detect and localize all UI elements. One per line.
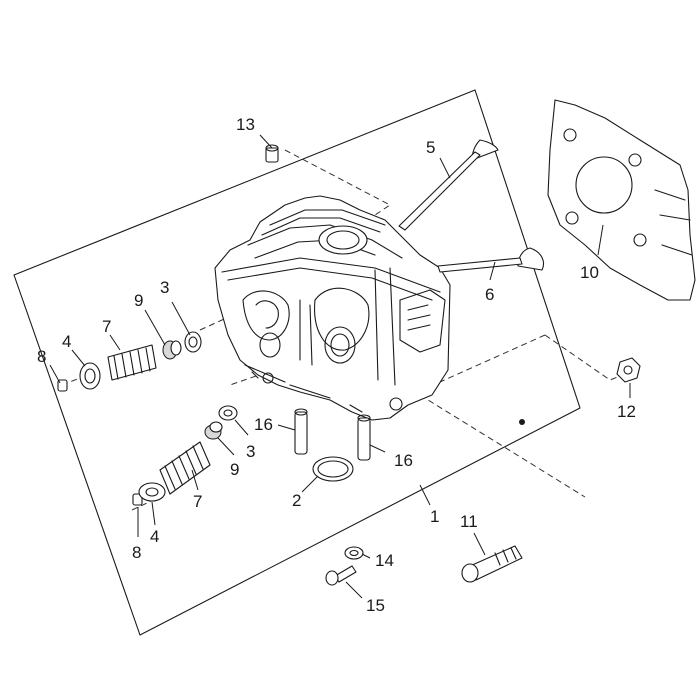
callout-3b: 3 <box>246 442 255 461</box>
callout-13: 13 <box>236 115 255 134</box>
callout-16a: 16 <box>254 415 273 434</box>
callout-15: 15 <box>366 596 385 615</box>
callouts: 13 5 6 10 12 3 9 7 4 8 3 9 7 4 8 16 16 2… <box>37 115 636 615</box>
bolt <box>461 545 523 583</box>
screw <box>325 565 357 586</box>
reference-dot <box>519 419 525 425</box>
o-ring <box>312 456 354 482</box>
valve-cotter <box>132 493 143 506</box>
callout-6: 6 <box>485 285 494 304</box>
callout-7b: 7 <box>193 492 202 511</box>
leader-lines <box>49 134 631 599</box>
valve-stem-seal <box>162 340 182 360</box>
assembly-frame <box>13 89 581 636</box>
exhaust-valve <box>437 247 545 273</box>
callout-1: 1 <box>430 507 439 526</box>
washer <box>344 546 364 560</box>
callout-11: 11 <box>460 512 478 531</box>
spring-retainer <box>79 362 101 390</box>
callout-8b: 8 <box>132 543 141 562</box>
callout-9b: 9 <box>230 460 239 479</box>
nut <box>616 357 641 383</box>
spring-washer <box>218 405 238 421</box>
callout-2: 2 <box>292 491 301 510</box>
intake-valve <box>398 139 499 231</box>
valve-stem-seal <box>204 421 223 440</box>
cylinder-head <box>214 195 451 421</box>
spring-washer <box>184 331 202 353</box>
callout-14: 14 <box>375 551 394 570</box>
callout-4b: 4 <box>150 527 159 546</box>
callout-5: 5 <box>426 138 435 157</box>
valve-spring <box>107 344 157 381</box>
callout-12: 12 <box>617 402 636 421</box>
spring-retainer <box>138 482 166 502</box>
callout-8a: 8 <box>37 347 46 366</box>
lower-valve-train <box>132 405 238 506</box>
callout-16b: 16 <box>394 451 413 470</box>
callout-4a: 4 <box>62 332 71 351</box>
callout-10: 10 <box>580 263 599 282</box>
upper-valve-train <box>57 331 202 392</box>
callout-3a: 3 <box>160 278 169 297</box>
dowel-pin <box>357 414 371 461</box>
valve-spring <box>159 441 211 495</box>
dowel-pin <box>294 408 308 455</box>
callout-7a: 7 <box>102 317 111 336</box>
callout-9a: 9 <box>134 291 143 310</box>
head-gasket <box>547 99 696 301</box>
